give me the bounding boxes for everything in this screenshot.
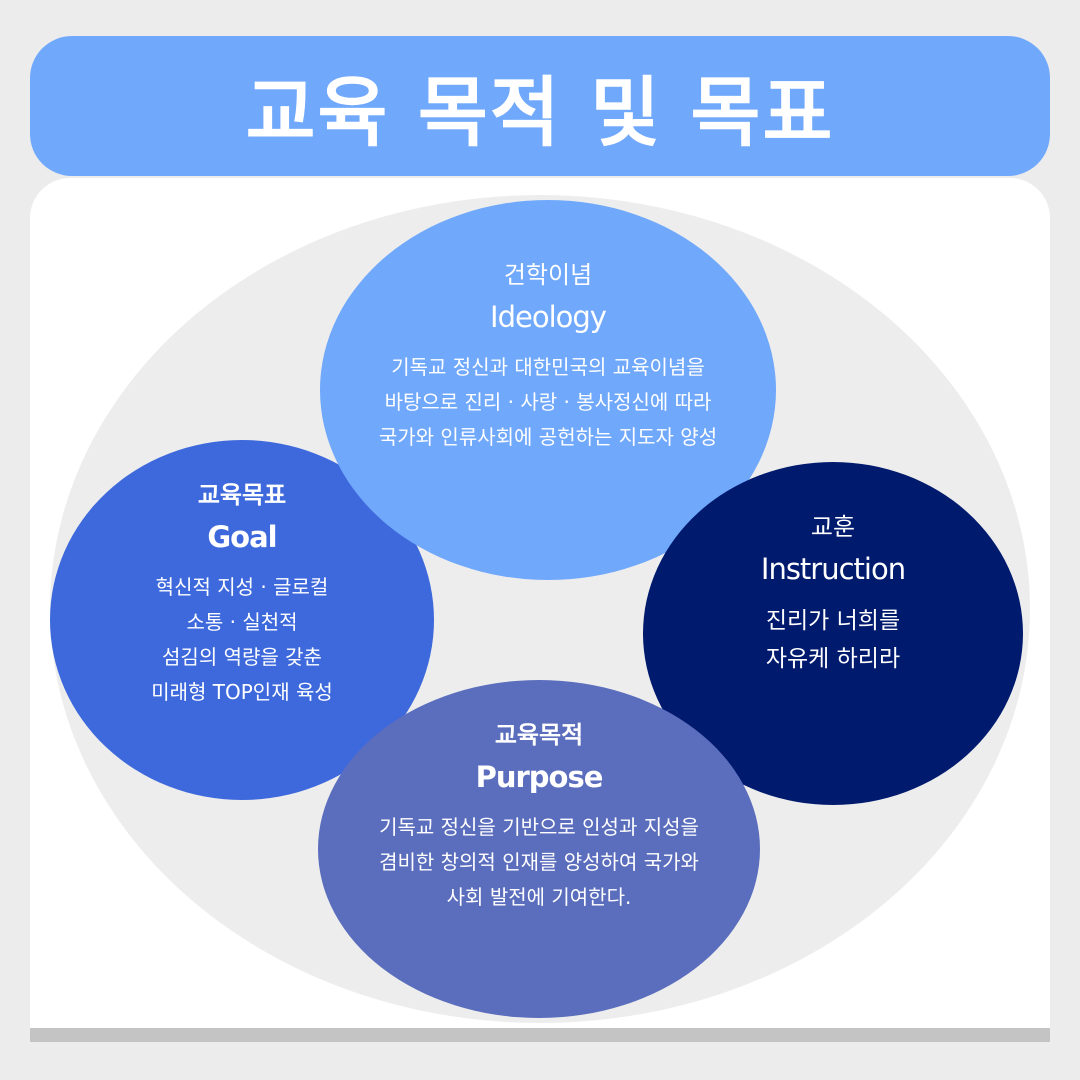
ideology-line: 국가와 인류사회에 공헌하는 지도자 양성 (378, 425, 718, 449)
instruction-subtitle: Instruction (760, 552, 906, 586)
goal-line: 섬김의 역량을 갖춘 (162, 645, 322, 669)
page-title: 교육 목적 및 목표 (245, 68, 835, 157)
title-bar: 교육 목적 및 목표 (30, 36, 1050, 176)
ideology-line: 바탕으로 진리 · 사랑 · 봉사정신에 따라 (384, 390, 712, 414)
instruction-title: 교훈 (810, 513, 856, 541)
bottom-strip (30, 1028, 1050, 1042)
goal-title: 교육목표 (197, 481, 287, 509)
goal-line: 소통 · 실천적 (186, 610, 298, 634)
purpose-circle: 교육목적 Purpose 기독교 정신을 기반으로 인성과 지성을 겸비한 창의… (318, 680, 760, 1018)
ideology-title: 건학이념 (503, 261, 593, 289)
goal-line: 미래형 TOP인재 육성 (151, 680, 333, 704)
goal-subtitle: Goal (207, 520, 277, 554)
purpose-title: 교육목적 (494, 721, 584, 749)
instruction-line: 자유케 하리라 (765, 646, 901, 672)
goal-line: 혁신적 지성 · 글로컬 (155, 575, 329, 599)
purpose-line: 기독교 정신을 기반으로 인성과 지성을 (379, 815, 699, 839)
purpose-subtitle: Purpose (475, 760, 604, 794)
ideology-subtitle: Ideology (490, 300, 607, 334)
purpose-line: 사회 발전에 기여한다. (446, 885, 632, 909)
instruction-line: 진리가 너희를 (765, 608, 901, 634)
purpose-line: 겸비한 창의적 인재를 양성하여 국가와 (379, 850, 699, 874)
ideology-line: 기독교 정신과 대한민국의 교육이념을 (391, 355, 705, 379)
